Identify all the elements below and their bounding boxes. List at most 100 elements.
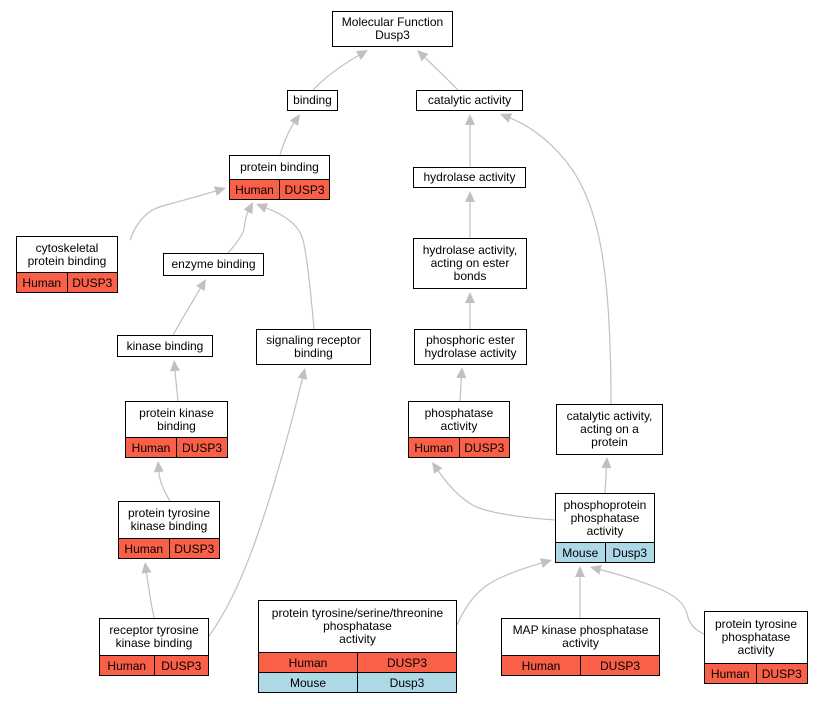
edge-hydest-to-hyd	[465, 191, 475, 238]
edge-arrowhead	[196, 279, 206, 291]
go-term-label: protein binding	[240, 160, 319, 174]
edge-line	[208, 378, 303, 637]
edge-cyto-to-pb	[129, 186, 226, 241]
go-term-mf[interactable]: Molecular Function Dusp3	[332, 11, 453, 47]
go-term-label: phosphatase activity	[424, 405, 494, 433]
edge-rtk-to-sig	[208, 368, 308, 637]
edge-ppp-to-catp	[601, 457, 612, 494]
edge-pkb-to-kin	[170, 360, 180, 402]
species-cell: Human	[124, 541, 164, 556]
gene-cell: DUSP3	[153, 656, 209, 675]
edge-line	[424, 57, 459, 91]
edge-rtk-to-ptkb	[141, 562, 155, 619]
edge-arrowhead	[432, 462, 443, 474]
go-term-enz[interactable]: enzyme binding	[163, 253, 264, 276]
edge-arrowhead	[456, 367, 467, 379]
edge-arrowhead	[575, 566, 585, 577]
species-cell: Human	[107, 658, 147, 673]
go-term-cat[interactable]: catalytic activity	[416, 90, 523, 111]
go-term-hydest[interactable]: hydrolase activity, acting on ester bond…	[413, 238, 527, 289]
edge-sig-to-pb	[256, 203, 315, 330]
go-term-label: protein tyrosine phosphatase activity	[714, 617, 798, 657]
edge-cat-to-mf	[417, 50, 459, 91]
go-term-label: binding	[293, 93, 332, 107]
gene-cell: DUSP3	[755, 664, 808, 683]
edge-ptst-to-ppp	[456, 558, 552, 626]
go-term-catp[interactable]: catalytic activity, acting on a protein	[556, 404, 663, 455]
gene-cell: DUSP3	[458, 438, 510, 457]
edge-line	[509, 117, 612, 405]
edge-line	[158, 471, 171, 502]
edge-arrowhead	[417, 50, 429, 62]
edge-arrowhead	[256, 203, 269, 213]
gene-cell: DUSP3	[168, 539, 220, 558]
species-cell: Human	[22, 275, 62, 290]
edge-arrowhead	[243, 202, 253, 215]
gene-cell: Dusp3	[357, 673, 456, 692]
annotation-row: Human DUSP3	[100, 655, 208, 675]
edge-line	[129, 190, 216, 241]
go-term-label: MAP kinase phosphatase activity	[512, 623, 649, 650]
go-term-sig[interactable]: signaling receptor binding	[256, 329, 371, 365]
species-cell: Human	[131, 440, 171, 455]
edge-line	[600, 569, 705, 635]
edge-arrowhead	[590, 564, 602, 575]
edge-line	[174, 370, 179, 402]
edge-kin-to-enz	[172, 279, 206, 336]
annotation-row: Human DUSP3	[119, 538, 219, 558]
edge-arrowhead	[355, 50, 368, 60]
gene-cell: Dusp3	[604, 543, 655, 562]
edge-arrowhead	[500, 113, 513, 123]
edge-hyd-to-cat	[465, 114, 475, 167]
edge-arrowhead	[465, 191, 475, 202]
edge-catp-to-cat	[500, 113, 612, 405]
edge-line	[279, 122, 295, 156]
go-term-label: kinase binding	[126, 338, 204, 353]
edge-arrowhead	[141, 562, 152, 574]
species-cell: Human	[710, 666, 750, 681]
edge-arrowhead	[465, 114, 475, 125]
edge-arrowhead	[297, 368, 308, 380]
go-term-bind[interactable]: binding	[287, 90, 338, 111]
go-term-label: phosphoprotein phosphatase activity	[563, 497, 647, 538]
edge-line	[604, 467, 607, 494]
edge-line	[456, 562, 542, 626]
edge-line	[227, 211, 249, 254]
edge-arrowhead	[170, 360, 180, 372]
edge-arrowhead	[214, 186, 226, 196]
go-term-label: catalytic activity, acting on a protein	[566, 409, 653, 449]
go-term-phest[interactable]: phosphoric ester hydrolase activity	[414, 329, 527, 365]
edge-arrowhead	[465, 292, 475, 303]
go-term-label: catalytic activity	[427, 93, 512, 107]
edge-phest-to-hydest	[465, 292, 475, 329]
go-term-kin[interactable]: kinase binding	[117, 335, 213, 357]
annotation-row: Human DUSP3	[705, 663, 807, 683]
edge-phos-to-phest	[456, 367, 467, 402]
edge-ptkb-to-pkb	[153, 461, 171, 502]
species-cell: Mouse	[289, 675, 327, 690]
go-term-label: cytoskeletal protein binding	[27, 240, 107, 268]
go-term-hyd[interactable]: hydrolase activity	[413, 167, 526, 188]
go-term-label: hydrolase activity, acting on ester bond…	[422, 243, 518, 283]
edge-arrowhead	[540, 558, 552, 568]
gene-cell: DUSP3	[66, 273, 118, 292]
edge-line	[145, 572, 155, 619]
go-term-label: receptor tyrosine kinase binding	[109, 623, 199, 650]
edge-arrowhead	[289, 114, 300, 126]
gene-cell: DUSP3	[279, 180, 329, 199]
go-term-ptst[interactable]: protein tyrosine/serine/threonine phosph…	[258, 600, 457, 693]
